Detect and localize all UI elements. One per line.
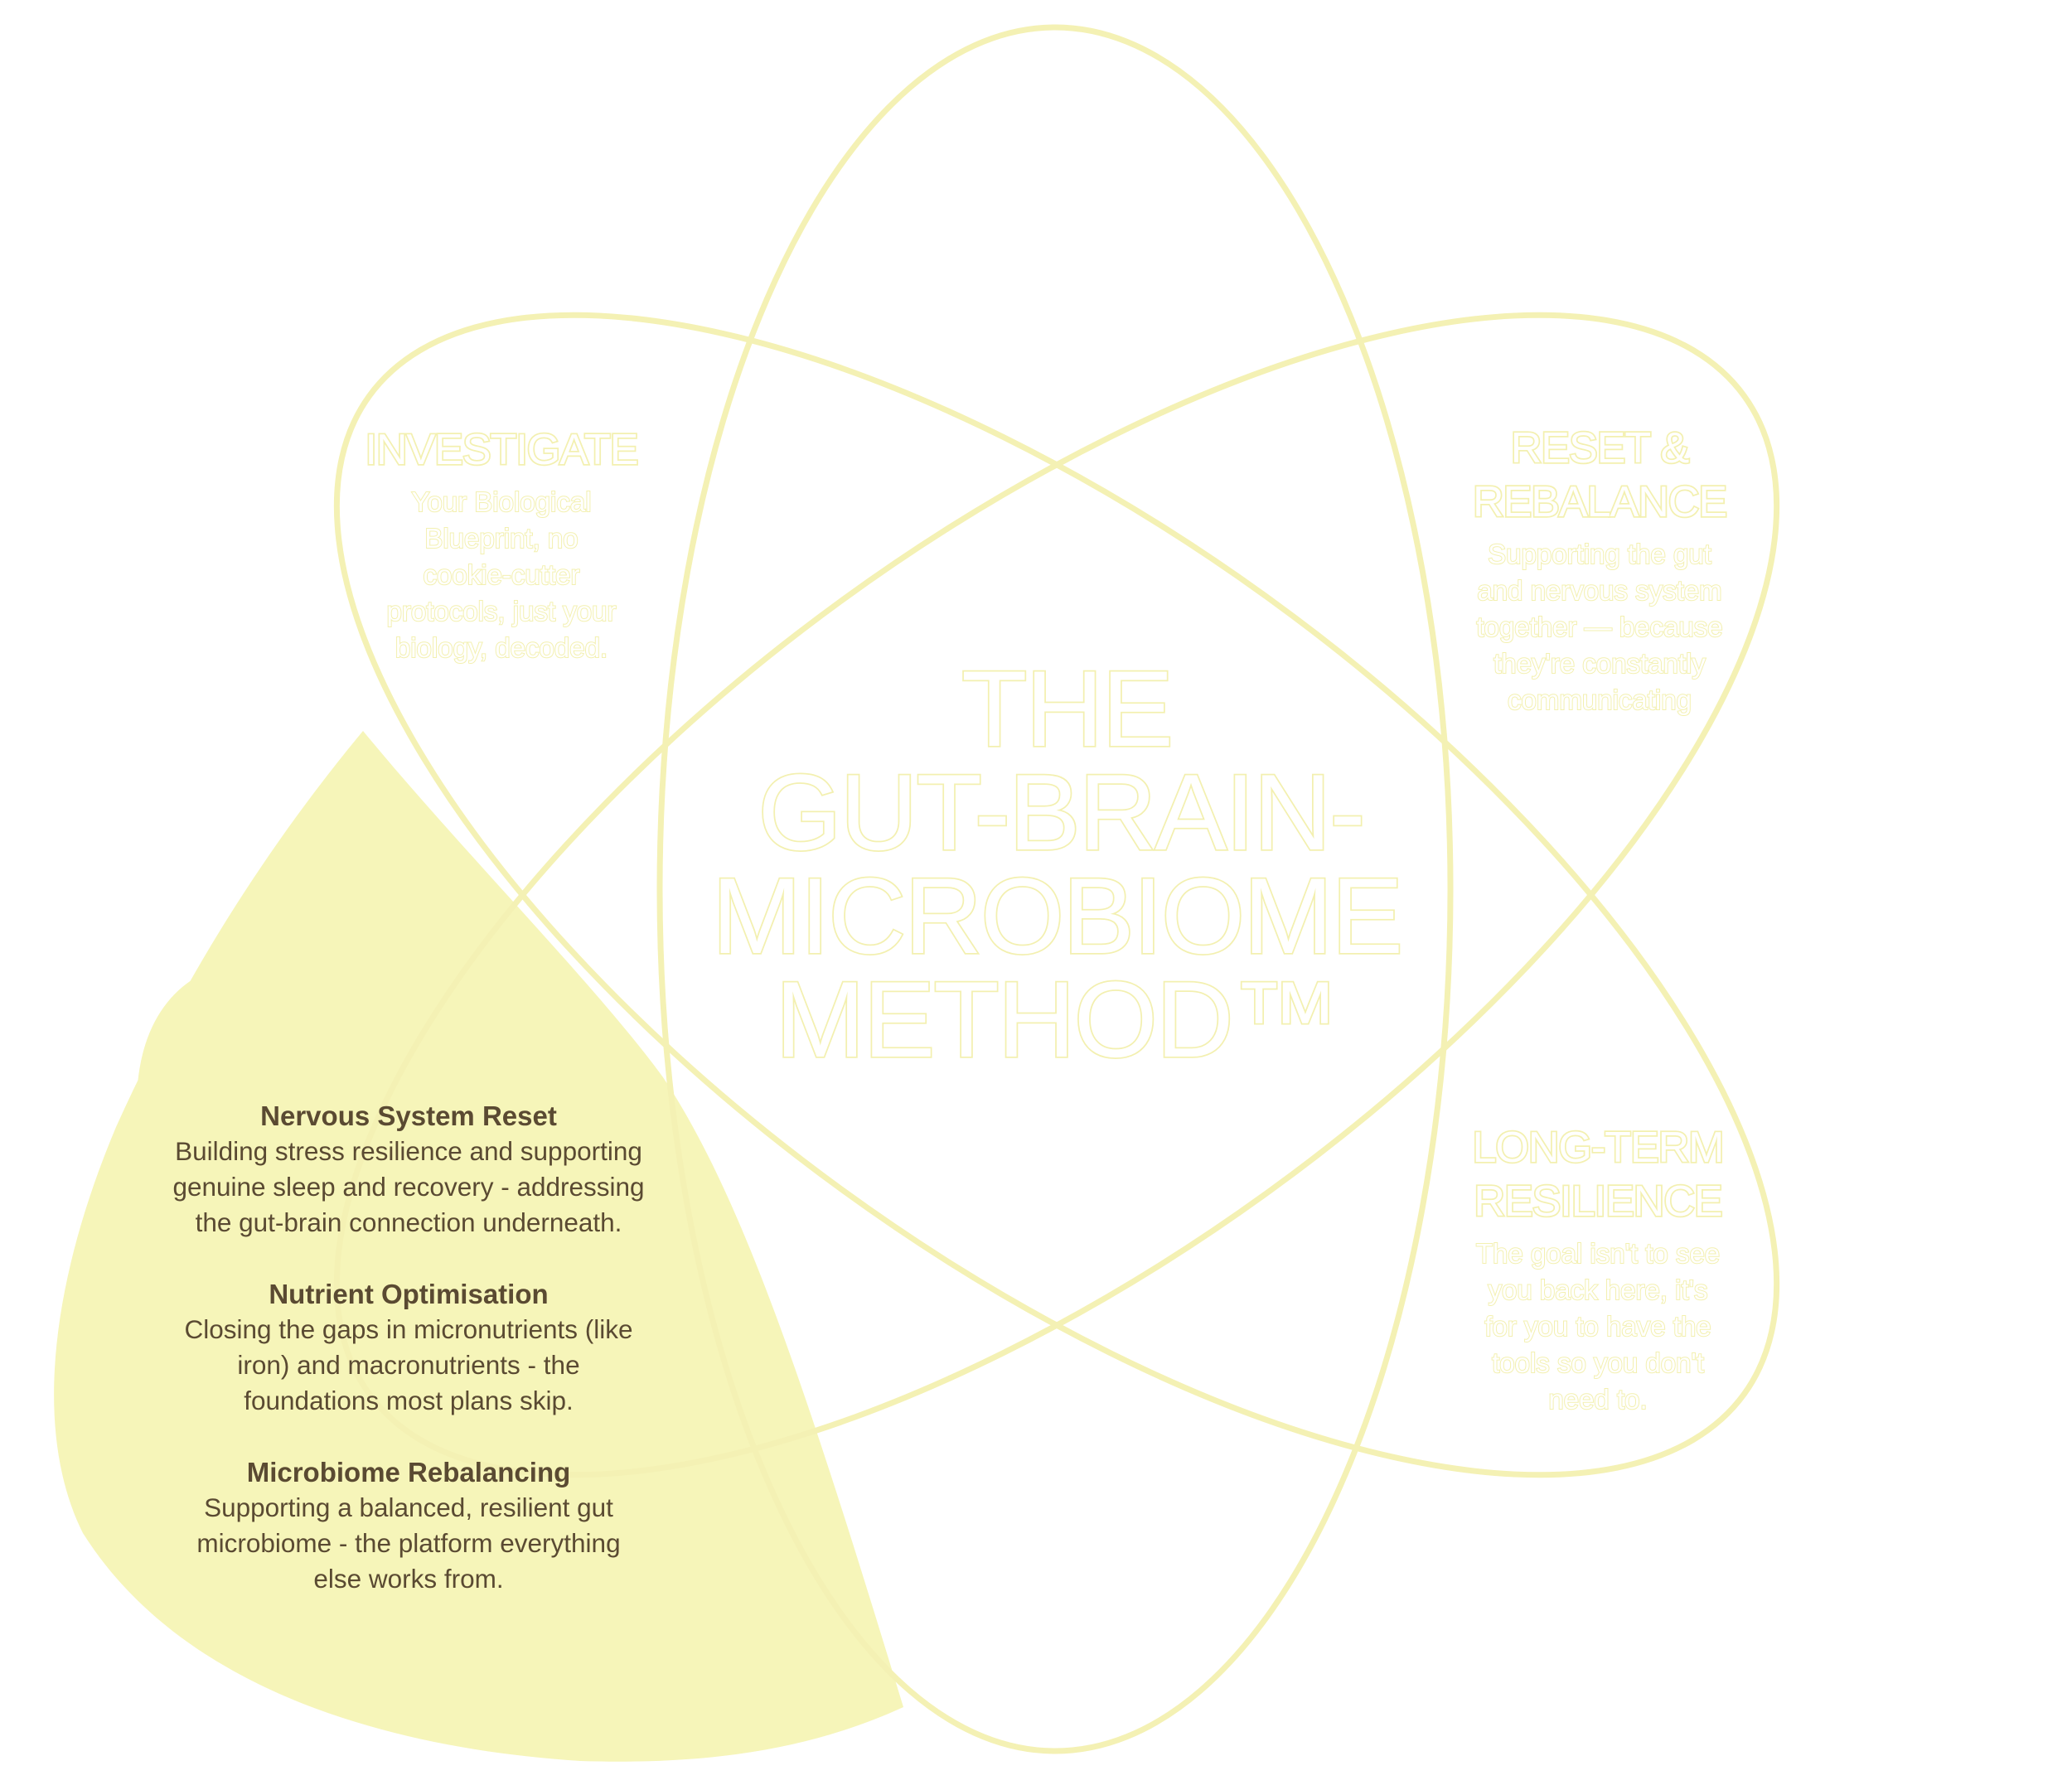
center-title: THE GUT-BRAIN- MICROBIOME METHOD™ [710, 646, 1405, 1081]
center-title-line-1: THE [961, 648, 1172, 769]
reset-body-line: and nervous system [1477, 575, 1721, 606]
highlighted-item-body: Building stress resilience and supportin… [172, 1136, 645, 1237]
investigate-body-line: protocols, just your [387, 596, 617, 626]
section-long-term-resilience: LONG-TERM RESILIENCE The goal isn't to s… [1471, 1122, 1726, 1415]
investigate-body-line: Your Biological [411, 486, 591, 517]
highlighted-petal-region [54, 731, 904, 1762]
reset-body-line: communicating [1508, 684, 1692, 715]
reset-title-line: RESET & [1511, 424, 1689, 472]
center-title-line-2: GUT-BRAIN- [758, 752, 1363, 873]
reset-body-line: they're constantly [1493, 648, 1706, 679]
highlighted-item-body: Supporting a balanced, resilient gut mic… [196, 1492, 621, 1594]
highlighted-item-nutrient: Nutrient Optimisation Closing the gaps i… [152, 1276, 666, 1419]
vertical-ring [656, 24, 1454, 1754]
resilience-body-line: The goal isn't to see [1476, 1238, 1720, 1269]
highlighted-item-microbiome: Microbiome Rebalancing Supporting a bala… [152, 1454, 666, 1597]
ring-investigate-resilience [333, 312, 1780, 1478]
reset-title-line: REBALANCE [1473, 478, 1726, 526]
highlighted-item-heading: Nutrient Optimisation [269, 1279, 549, 1309]
section-reset-rebalance: RESET & REBALANCE Supporting the gut and… [1471, 423, 1729, 716]
reset-body-line: Supporting the gut [1488, 539, 1711, 569]
investigate-body-line: cookie-cutter [424, 559, 580, 590]
investigate-title: INVESTIGATE [366, 426, 638, 474]
highlighted-item-heading: Nervous System Reset [260, 1101, 557, 1131]
resilience-body-line: tools so you don't [1492, 1347, 1704, 1378]
center-title-line-4: METHOD™ [775, 959, 1338, 1080]
highlighted-item-heading: Microbiome Rebalancing [246, 1457, 571, 1488]
investigate-body-line: Blueprint, no [424, 523, 578, 554]
section-investigate: INVESTIGATE Your Biological Blueprint, n… [364, 424, 640, 664]
resilience-title-line: LONG-TERM [1473, 1124, 1724, 1172]
resilience-title-line: RESILIENCE [1474, 1178, 1721, 1226]
highlighted-item-body: Closing the gaps in micronutrients (like… [184, 1314, 633, 1415]
resilience-body-line: for you to have the [1484, 1311, 1711, 1342]
highlighted-item-nervous-system: Nervous System Reset Building stress res… [152, 1098, 666, 1241]
ring-reset-highlight [333, 312, 1780, 1478]
center-title-line-3: MICROBIOME [712, 855, 1402, 976]
resilience-body-line: you back here, it's [1489, 1275, 1708, 1305]
reset-body-line: together — because [1476, 612, 1722, 642]
investigate-body-line: biology, decoded. [395, 632, 608, 663]
resilience-body-line: need to. [1548, 1384, 1647, 1415]
